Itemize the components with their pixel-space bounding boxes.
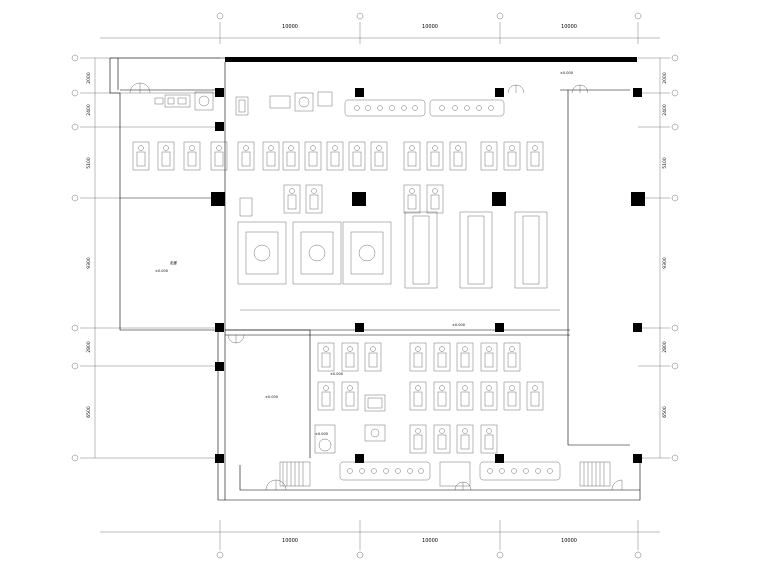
- top-span-3: 10000: [561, 24, 577, 30]
- left-dim-4: 9300: [86, 257, 92, 269]
- pump-unit: [370, 141, 388, 171]
- level-mark-4: ±0.000: [265, 395, 278, 399]
- left-dim-2: 2400: [86, 104, 92, 116]
- level-mark-2: ±0.000: [155, 269, 168, 273]
- chiller-units: [237, 211, 548, 289]
- pump-unit: [449, 141, 467, 171]
- pump-unit: [409, 342, 427, 372]
- pump-unit: [526, 381, 544, 411]
- pump-unit: [348, 141, 366, 171]
- pump-unit: [317, 381, 335, 411]
- pump-unit: [480, 381, 498, 411]
- pump-unit: [157, 141, 175, 171]
- level-mark-6: ±0.000: [315, 432, 328, 436]
- pump-unit: [480, 141, 498, 171]
- pump-unit: [426, 141, 444, 171]
- pump-unit: [426, 184, 444, 214]
- pump-unit: [456, 342, 474, 372]
- top-span-2: 10000: [422, 24, 438, 30]
- right-dim-2: 2400: [662, 104, 668, 116]
- pump-unit: [503, 342, 521, 372]
- pump-unit: [480, 342, 498, 372]
- small-equipment-top: [154, 91, 333, 116]
- top-dimension-line: 10000 10000 10000: [100, 22, 660, 44]
- pump-unit: [341, 342, 359, 372]
- pump-unit: [237, 141, 255, 171]
- pump-unit: [480, 424, 498, 454]
- bottom-span-2: 10000: [422, 538, 438, 544]
- pump-unit: [456, 424, 474, 454]
- room-label: 走廊: [170, 260, 177, 265]
- pump-unit: [210, 141, 228, 171]
- left-dim-5: 2800: [86, 341, 92, 353]
- pump-unit: [364, 342, 382, 372]
- pump-unit: [326, 141, 344, 171]
- pump-unit: [503, 381, 521, 411]
- right-dim-4: 9300: [662, 257, 668, 269]
- manifold-bars: [339, 99, 561, 481]
- north-beam: [225, 57, 637, 62]
- pump-unit: [403, 141, 421, 171]
- right-dim-6: 6500: [662, 406, 668, 418]
- structural-columns: [211, 88, 645, 463]
- left-dim-6: 6500: [86, 406, 92, 418]
- left-dimension-line: 2000 2400 5100 9300 2800 6500: [80, 57, 220, 459]
- pump-unit: [433, 424, 451, 454]
- grid-axis-markers: [71, 12, 679, 559]
- bottom-dimension-line: 10000 10000 10000: [100, 520, 660, 550]
- bottom-span-1: 10000: [282, 538, 298, 544]
- pump-unit: [409, 424, 427, 454]
- right-dim-1: 2000: [662, 72, 668, 84]
- pump-unit: [183, 141, 201, 171]
- pump-unit: [305, 184, 323, 214]
- right-dimension-line: 2000 2400 5100 9300 2800 6500: [638, 57, 670, 459]
- pump-unit: [317, 342, 335, 372]
- doors: [129, 82, 623, 491]
- pump-unit: [403, 184, 421, 214]
- pump-unit: [526, 141, 544, 171]
- stairs: [279, 461, 611, 487]
- exterior-walls: [109, 57, 641, 501]
- pump-unit: [262, 141, 280, 171]
- pump-unit: [304, 141, 322, 171]
- bottom-span-3: 10000: [561, 538, 577, 544]
- left-dim-3: 5100: [86, 157, 92, 169]
- right-dim-3: 5100: [662, 157, 668, 169]
- pump-unit: [456, 381, 474, 411]
- top-span-1: 10000: [282, 24, 298, 30]
- level-mark-3: ±0.000: [452, 323, 465, 327]
- pump-unit: [132, 141, 150, 171]
- pump-unit: [433, 381, 451, 411]
- level-mark-1: ±0.000: [560, 71, 573, 75]
- pump-unit: [282, 141, 300, 171]
- right-dim-5: 2800: [662, 341, 668, 353]
- pump-unit: [433, 342, 451, 372]
- lower-equipment: [239, 197, 386, 454]
- level-mark-5: ±0.000: [330, 372, 343, 376]
- pump-units: [132, 141, 544, 454]
- pump-unit: [341, 381, 359, 411]
- pump-unit: [409, 381, 427, 411]
- left-dim-1: 2000: [86, 72, 92, 84]
- pump-unit: [283, 184, 301, 214]
- pump-unit: [503, 141, 521, 171]
